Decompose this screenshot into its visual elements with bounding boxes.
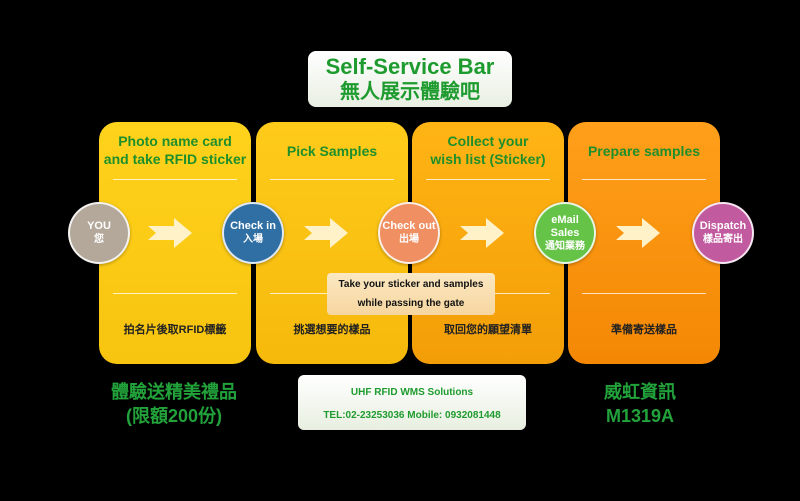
step-heading-line2: wish list (Sticker) xyxy=(430,151,546,167)
step-heading-line1: Photo name card xyxy=(118,133,232,149)
divider xyxy=(270,179,394,180)
step-heading-line1: Collect your xyxy=(447,133,529,149)
divider xyxy=(113,293,237,294)
right-arrow-icon xyxy=(460,218,504,248)
promo-line1: 體驗送精美禮品 xyxy=(111,382,237,402)
step-heading-line1: Pick Samples xyxy=(286,143,378,159)
step-heading: Collect your wish list (Sticker) xyxy=(412,132,564,168)
title-banner: Self-Service Bar 無人展示體驗吧 xyxy=(308,51,512,107)
gift-promo: 體驗送精美禮品 (限額200份) xyxy=(94,380,254,428)
node-label-en: Check in xyxy=(230,220,276,232)
step-heading: Photo name card and take RFID sticker xyxy=(99,132,251,168)
right-arrow-icon xyxy=(616,218,660,248)
right-arrow-icon xyxy=(148,218,192,248)
node-label-en: Check out xyxy=(382,220,436,232)
gate-tip-callout: Take your sticker and samples while pass… xyxy=(327,273,495,315)
step-footer: 拍名片後取RFID標籤 xyxy=(123,324,227,336)
node-check-in: Check in 入場 xyxy=(222,202,284,264)
step-heading-line1: Prepare samples xyxy=(587,143,701,159)
contact-line2: TEL:02-23253036 Mobile: 0932081448 xyxy=(323,410,501,421)
tip-line1: Take your sticker and samples xyxy=(338,279,484,290)
node-label-en: Dispatch xyxy=(699,220,747,232)
node-label-zh: 通知業務 xyxy=(545,240,585,252)
node-label-zh: 出場 xyxy=(399,234,419,245)
node-check-out: Check out 出場 xyxy=(378,202,440,264)
step-footer: 取回您的願望清單 xyxy=(444,324,532,336)
contact-line1: UHF RFID WMS Solutions xyxy=(350,387,474,398)
node-you: YOU 您 xyxy=(68,202,130,264)
step-footer: 挑選想要的樣品 xyxy=(293,324,371,336)
step-heading: Pick Samples xyxy=(256,142,408,160)
divider xyxy=(113,179,237,180)
company-name: 威虹資訊 xyxy=(604,382,676,402)
node-label-zh: 您 xyxy=(94,234,104,245)
step-footer: 準備寄送樣品 xyxy=(611,324,677,336)
title-chinese: 無人展示體驗吧 xyxy=(340,81,480,103)
node-label-en: eMail Sales xyxy=(550,213,580,239)
tip-line2: while passing the gate xyxy=(357,298,465,309)
step-heading-line2: and take RFID sticker xyxy=(103,151,247,167)
node-dispatch: Dispatch 樣品寄出 xyxy=(692,202,754,264)
divider xyxy=(582,179,706,180)
node-email-sales: eMail Sales 通知業務 xyxy=(534,202,596,264)
step-heading: Prepare samples xyxy=(568,142,720,160)
right-arrow-icon xyxy=(304,218,348,248)
title-english: Self-Service Bar xyxy=(325,54,495,79)
node-label-zh: 入場 xyxy=(243,234,263,245)
divider xyxy=(426,179,550,180)
company-info: 威虹資訊 M1319A xyxy=(560,380,720,428)
divider xyxy=(582,293,706,294)
promo-line2: (限額200份) xyxy=(125,406,223,426)
node-label-en: YOU xyxy=(87,220,111,232)
node-label-zh: 樣品寄出 xyxy=(703,234,743,245)
contact-box: UHF RFID WMS Solutions TEL:02-23253036 M… xyxy=(298,375,526,430)
booth-number: M1319A xyxy=(605,406,675,426)
